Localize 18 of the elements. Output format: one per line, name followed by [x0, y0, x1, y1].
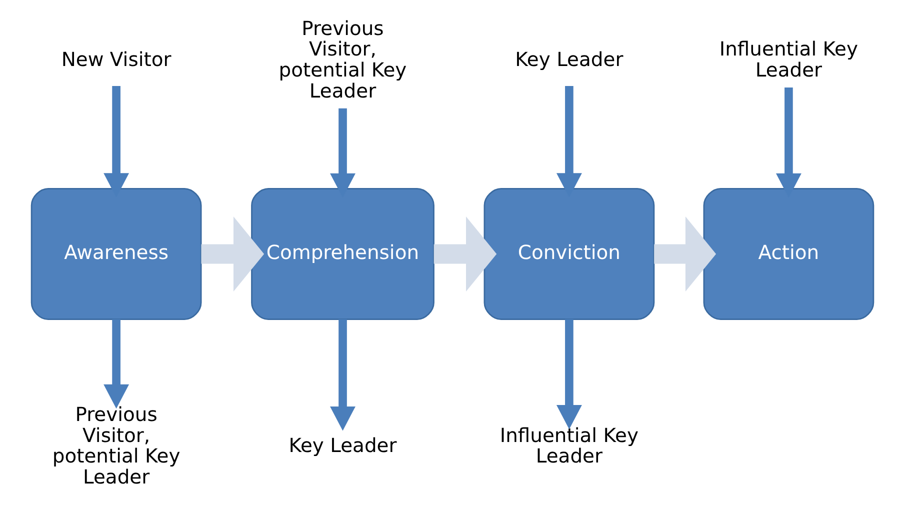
node-text: Key Leader	[288, 434, 396, 458]
node-box: Awareness	[30, 188, 202, 320]
node-box: Conviction	[483, 188, 654, 320]
arrow	[200, 216, 264, 292]
node-text: Previous Visitor, potential Key Leader	[278, 16, 406, 102]
node-text: New Visitor	[60, 48, 171, 72]
arrow	[433, 216, 496, 292]
arrow	[654, 216, 716, 292]
arrow	[330, 319, 355, 431]
node-text: Influential Key Leader	[499, 424, 638, 468]
arrow	[103, 86, 129, 198]
arrow	[556, 319, 582, 430]
node-text: Key Leader	[514, 48, 623, 72]
node-box: Action	[702, 188, 874, 320]
arrow	[103, 319, 129, 409]
node-text: Previous Visitor, potential Key Leader	[52, 402, 180, 489]
node-text: Influential Key Leader	[718, 38, 858, 82]
node-box: Comprehension	[250, 188, 434, 320]
